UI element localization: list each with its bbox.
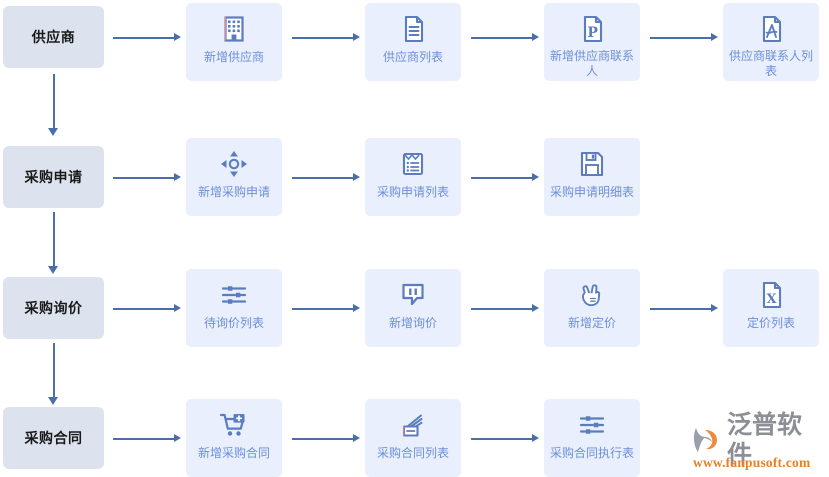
category-label: 供应商 [31, 29, 76, 45]
node-label: 采购合同执行表 [549, 446, 634, 460]
arrow-right [292, 33, 360, 42]
arrow-down [48, 74, 59, 136]
node-label: 采购申请明细表 [549, 185, 634, 199]
fanpusoft-logo: 泛普软件 www.fanpusoft.com [692, 410, 826, 472]
node-supplier-contact-list[interactable]: 供应商联系人列表 [723, 3, 819, 81]
arrow-down [48, 212, 59, 274]
node-new-supplier-contact[interactable]: P 新增供应商联系人 [544, 3, 640, 81]
arrow-right [471, 304, 539, 313]
node-purchase-request-list[interactable]: 采购申请列表 [365, 138, 461, 216]
arrow-right [113, 434, 181, 443]
logo-company-name: 泛普软件 [727, 409, 803, 469]
node-purchase-contract-execution[interactable]: 采购合同执行表 [544, 399, 640, 477]
arrow-right [650, 33, 718, 42]
stack-layers-icon [396, 408, 430, 442]
node-new-purchase-contract[interactable]: 新增采购合同 [186, 399, 282, 477]
arrow-right [113, 173, 181, 182]
arrow-right [113, 304, 181, 313]
node-new-inquiry[interactable]: 新增询价 [365, 269, 461, 347]
document-lines-icon [396, 12, 430, 46]
document-pdf-icon [754, 12, 788, 46]
arrow-right [471, 173, 539, 182]
chat-bubble-icon [396, 278, 430, 312]
arrow-right [292, 304, 360, 313]
node-purchase-contract-list[interactable]: 采购合同列表 [365, 399, 461, 477]
node-purchase-request-detail[interactable]: 采购申请明细表 [544, 138, 640, 216]
hand-victory-icon [575, 278, 609, 312]
node-new-purchase-request[interactable]: 新增采购申请 [186, 138, 282, 216]
node-supplier-list[interactable]: 供应商列表 [365, 3, 461, 81]
arrow-right [650, 304, 718, 313]
node-label: 供应商联系人列表 [728, 49, 813, 78]
node-label: 采购申请列表 [376, 185, 449, 199]
category-label: 采购询价 [24, 300, 83, 316]
node-label: 新增供应商 [203, 50, 264, 64]
category-box-purchase-inquiry[interactable]: 采购询价 [3, 277, 104, 339]
fanpusoft-logo-mark [692, 425, 724, 455]
node-label: 采购合同列表 [376, 446, 449, 460]
node-label: 新增定价 [567, 316, 616, 330]
node-label: 新增采购申请 [197, 185, 270, 199]
node-label: 定价列表 [746, 316, 795, 330]
node-label: 待询价列表 [203, 316, 264, 330]
building-icon [217, 12, 251, 46]
node-pending-inquiry-list[interactable]: 待询价列表 [186, 269, 282, 347]
arrow-right [292, 173, 360, 182]
excel-file-icon: X [754, 278, 788, 312]
svg-text:P: P [587, 25, 598, 41]
arrow-right [292, 434, 360, 443]
category-box-supplier[interactable]: 供应商 [3, 6, 104, 68]
node-pricing-list[interactable]: X 定价列表 [723, 269, 819, 347]
sliders-icon [575, 408, 609, 442]
arrow-right [113, 33, 181, 42]
category-box-purchase-request[interactable]: 采购申请 [3, 146, 104, 208]
logo-website-url: www.fanpusoft.com [693, 455, 811, 470]
node-label: 供应商列表 [382, 50, 443, 64]
clipboard-list-icon [396, 147, 430, 181]
node-label: 新增采购合同 [197, 446, 270, 460]
category-box-purchase-contract[interactable]: 采购合同 [3, 407, 104, 469]
arrow-right [471, 434, 539, 443]
category-label: 采购合同 [24, 430, 83, 446]
floppy-save-icon [575, 147, 609, 181]
arrow-right [471, 33, 539, 42]
category-label: 采购申请 [24, 169, 83, 185]
cart-plus-icon [217, 408, 251, 442]
arrow-down [48, 343, 59, 405]
sliders-icon [217, 278, 251, 312]
document-p-icon: P [575, 12, 609, 46]
node-label: 新增供应商联系人 [549, 49, 634, 78]
move-crosshair-icon [217, 147, 251, 181]
node-new-supplier[interactable]: 新增供应商 [186, 3, 282, 81]
node-new-pricing[interactable]: 新增定价 [544, 269, 640, 347]
node-label: 新增询价 [388, 316, 437, 330]
svg-text:X: X [767, 292, 778, 307]
